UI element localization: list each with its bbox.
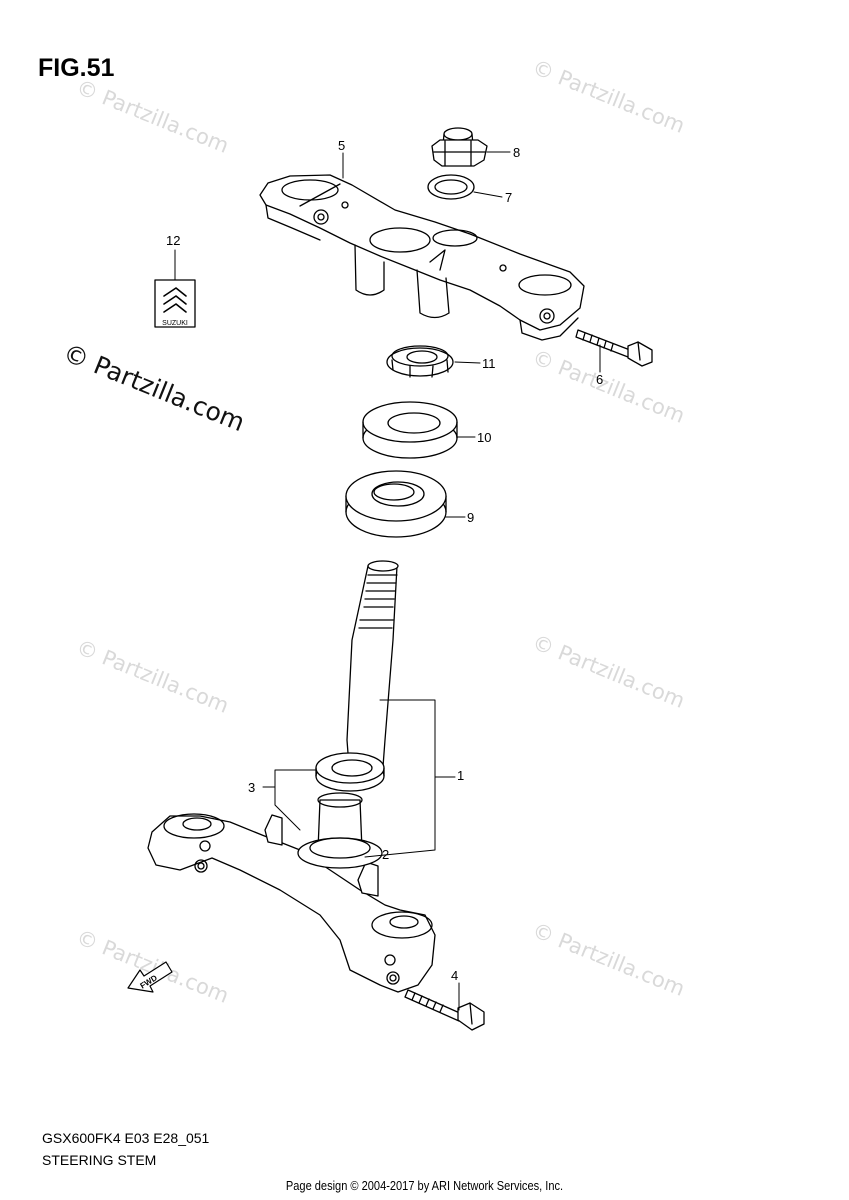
callout-9: 9 bbox=[467, 510, 475, 525]
bearing-part-9 bbox=[345, 470, 447, 538]
model-code: GSX600FK4 E03 E28_051 bbox=[42, 1130, 210, 1146]
callout-5: 5 bbox=[338, 138, 346, 153]
callout-3: 3 bbox=[248, 780, 256, 795]
callout-6: 6 bbox=[596, 372, 604, 387]
washer-part-7 bbox=[427, 174, 475, 200]
callout-12: 12 bbox=[166, 233, 181, 248]
callout-1: 1 bbox=[457, 768, 465, 783]
callout-7: 7 bbox=[505, 190, 513, 205]
callout-10: 10 bbox=[477, 430, 492, 445]
bolt-part-4 bbox=[404, 989, 485, 1031]
lock-nut-part-11 bbox=[386, 345, 454, 378]
page-credit: Page design © 2004-2017 by ARI Network S… bbox=[285, 1178, 564, 1193]
steering-stem-nut-part-8 bbox=[431, 127, 488, 167]
callout-11: 11 bbox=[482, 356, 496, 371]
emblem-text: SUZUKI bbox=[162, 320, 188, 327]
upper-bracket-part-5 bbox=[259, 174, 585, 341]
section-name: STEERING STEM bbox=[42, 1152, 157, 1168]
forward-direction-arrow bbox=[127, 961, 173, 993]
figure-title: FIG.51 bbox=[38, 54, 115, 82]
callout-4: 4 bbox=[451, 968, 459, 983]
dust-seal-part-10 bbox=[362, 401, 458, 459]
bolt-part-6 bbox=[575, 329, 653, 367]
callout-2: 2 bbox=[382, 847, 390, 862]
callout-8: 8 bbox=[513, 145, 521, 160]
dust-seal-part-3 bbox=[315, 752, 385, 792]
steering-stem-part-1 bbox=[147, 560, 436, 993]
leader-lines bbox=[174, 151, 601, 1011]
